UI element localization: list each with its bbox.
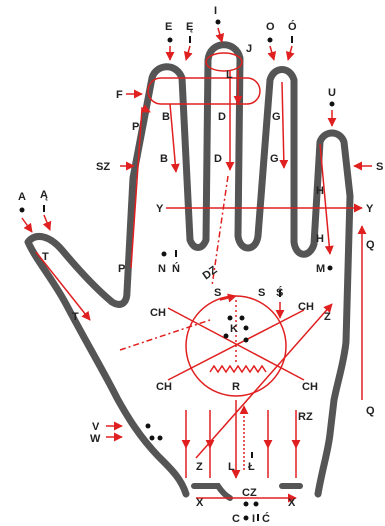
dot-VW3 xyxy=(158,436,163,441)
label-Z-palm: Z xyxy=(324,311,331,323)
dot-N xyxy=(162,252,167,257)
hand-outline xyxy=(28,45,350,494)
label-A-ogonek: Ą xyxy=(40,189,48,201)
label-D2: D xyxy=(214,153,222,165)
label-CH-left: CH xyxy=(150,307,166,319)
arrow-A-ogonek xyxy=(44,215,50,230)
label-C: C xyxy=(232,513,240,525)
label-E: E xyxy=(165,21,172,33)
label-B2: B xyxy=(160,153,168,165)
wavy-R xyxy=(210,366,266,372)
label-S-acute: Ś xyxy=(276,286,283,299)
label-X-left: X xyxy=(196,497,204,509)
dot-M xyxy=(328,266,333,271)
label-V: V xyxy=(92,421,100,433)
label-S-palm: S xyxy=(214,287,221,299)
label-CH-br: CH xyxy=(302,381,318,393)
label-CH-right: CH xyxy=(298,301,314,313)
label-H2: H xyxy=(316,233,324,245)
label-O-acute: Ó xyxy=(288,20,297,33)
label-S-palm2: S xyxy=(258,287,265,299)
arrow-A xyxy=(22,218,32,232)
dot-U xyxy=(330,102,335,107)
label-B1: B xyxy=(162,111,170,123)
label-Q1: Q xyxy=(366,239,375,251)
arrow-E-ogonek xyxy=(186,46,190,60)
label-Z-wrist: Z xyxy=(196,461,203,473)
label-N: N xyxy=(158,263,166,275)
label-P2: P xyxy=(118,263,125,275)
label-U: U xyxy=(328,87,336,99)
label-X-right: X xyxy=(288,497,296,509)
arrow-O-acute xyxy=(288,46,292,60)
label-C-acute: Ć xyxy=(262,512,270,525)
label-Y-right: Y xyxy=(366,203,374,215)
label-F: F xyxy=(116,89,123,101)
label-T2: T xyxy=(72,311,79,323)
label-I-top: I xyxy=(214,5,217,17)
dashdot-CH xyxy=(120,320,210,350)
label-L-stroke: Ł xyxy=(248,461,255,473)
label-W: W xyxy=(90,433,101,445)
dot-K3 xyxy=(244,338,249,343)
label-T1: T xyxy=(42,251,49,263)
arrow-I xyxy=(218,28,222,42)
dot-VW2 xyxy=(150,436,155,441)
arrow-B xyxy=(170,104,176,172)
label-Y-left: Y xyxy=(156,203,164,215)
label-L-wrist: L xyxy=(228,461,235,473)
label-CH-bl: CH xyxy=(156,381,172,393)
arrow-O xyxy=(270,46,274,60)
label-K: K xyxy=(230,323,238,335)
label-J: J xyxy=(246,43,252,55)
dot-K1 xyxy=(224,334,229,339)
label-R: R xyxy=(232,381,240,393)
label-M: M xyxy=(316,263,325,275)
dot-CZ2 xyxy=(254,502,259,507)
label-SZ: SZ xyxy=(96,161,110,173)
dot-C xyxy=(244,516,249,521)
dot-VW1 xyxy=(146,424,151,429)
label-H1: H xyxy=(316,185,324,197)
dot-I xyxy=(216,20,221,25)
dot-CZ1 xyxy=(244,502,249,507)
label-N-acute: Ń xyxy=(172,262,180,275)
label-S-right: S xyxy=(376,161,383,173)
arrow-G xyxy=(282,82,284,168)
label-CZ: CZ xyxy=(242,487,257,499)
label-G2: G xyxy=(270,153,279,165)
label-I-bottom: I xyxy=(252,513,255,525)
dot-O xyxy=(268,38,273,43)
label-E-ogonek: Ę xyxy=(186,21,193,33)
label-O: O xyxy=(266,21,275,33)
label-Q2: Q xyxy=(366,405,375,417)
dot-S-palm xyxy=(228,316,233,321)
dot-S-palm2 xyxy=(240,316,245,321)
dot-E xyxy=(168,38,173,43)
label-P1: P xyxy=(132,121,139,133)
label-A: A xyxy=(18,191,26,203)
label-DZ: DZ xyxy=(201,264,220,282)
label-G1: G xyxy=(272,111,281,123)
dot-A xyxy=(20,208,25,213)
label-L-top: L xyxy=(226,69,233,81)
dot-K2 xyxy=(244,326,249,331)
label-RZ: RZ xyxy=(298,411,313,423)
label-D1: D xyxy=(218,111,226,123)
